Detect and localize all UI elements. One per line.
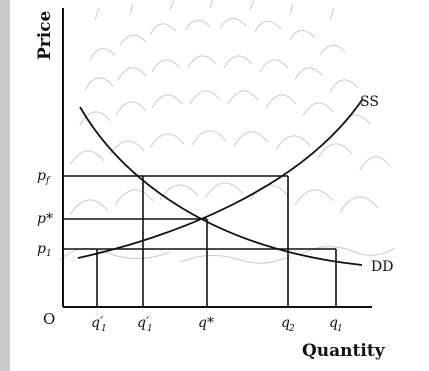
price-label-upper: p f: [37, 168, 51, 186]
quantity-label-q2: q 2: [281, 315, 295, 334]
axes: [63, 8, 372, 307]
supply-curve: [78, 100, 362, 258]
quantity-label-q1: q 1: [329, 315, 343, 334]
quantity-label-q-star-base: q*: [198, 315, 214, 331]
demand-curve: [80, 107, 362, 265]
origin-label: O: [43, 310, 55, 328]
price-label-lower-base: p: [37, 241, 46, 257]
demand-curve-label: DD: [371, 259, 393, 275]
quantity-label-q1-prime-sub: 1: [101, 324, 107, 334]
crowd-sketch-background: [60, 0, 395, 263]
price-label-star: p*: [37, 211, 53, 227]
price-label-upper-base: p: [37, 168, 46, 184]
price-label-upper-sub: f: [45, 176, 51, 186]
y-axis-title: Price: [35, 10, 55, 60]
quantity-label-q1-prime-b-sub: 1: [147, 324, 153, 334]
price-label-lower-sub: 1: [46, 249, 52, 259]
quantity-label-q1-prime: q′ 1: [91, 315, 107, 334]
price-label-lower: p 1: [37, 241, 52, 259]
price-label-star-base: p*: [37, 211, 53, 227]
quantity-label-q2-sub: 2: [288, 324, 295, 334]
left-sidebar-strip: [0, 0, 10, 371]
quantity-label-q-star: q*: [198, 315, 214, 331]
x-axis-title: Quantity: [302, 341, 386, 361]
quantity-label-q1-prime-b: q′ 1: [137, 315, 153, 334]
quantity-label-q1-sub: 1: [337, 324, 343, 334]
supply-curve-label: SS: [360, 94, 379, 110]
guide-lines: [63, 176, 336, 307]
curves: [78, 100, 362, 265]
